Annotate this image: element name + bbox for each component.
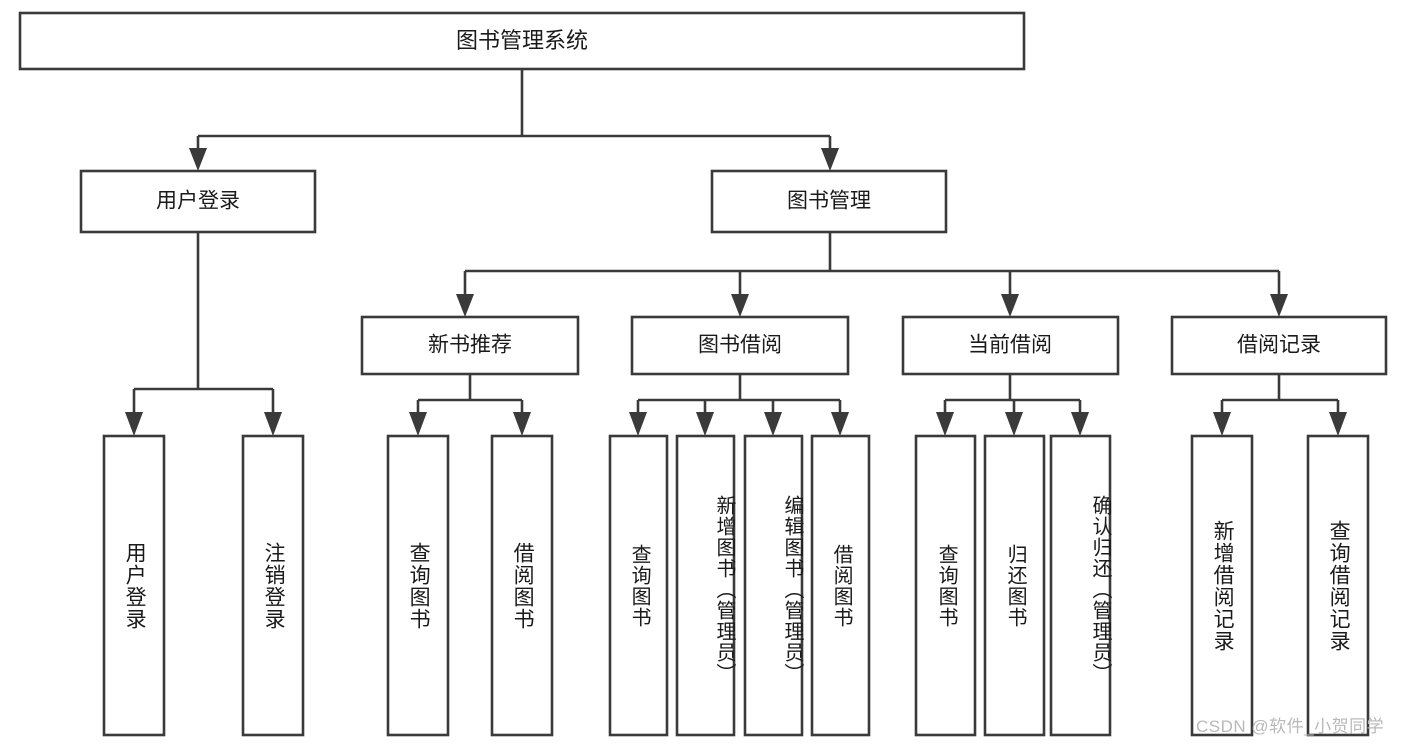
connector-borrowrecord-to-leaves bbox=[1213, 374, 1347, 436]
node-book-management[interactable]: 图书管理 bbox=[710, 169, 948, 234]
connector-bookmgmt-to-level3 bbox=[456, 232, 1288, 317]
leaf-box-user-login-1[interactable] bbox=[102, 434, 166, 737]
node-borrow-record[interactable]: 借阅记录 bbox=[1170, 315, 1388, 376]
connector-userlogin-to-leaves bbox=[125, 232, 282, 436]
node-new-book-recommend[interactable]: 新书推荐 bbox=[360, 315, 580, 376]
node-new-book-recommend-label: 新书推荐 bbox=[428, 334, 512, 357]
leaf-box-user-login-2[interactable] bbox=[241, 434, 305, 737]
node-user-login[interactable]: 用户登录 bbox=[79, 169, 317, 234]
leaf-box-borrowrecord-2[interactable] bbox=[1306, 434, 1370, 737]
node-user-login-label: 用户登录 bbox=[156, 190, 240, 213]
node-book-management-label: 图书管理 bbox=[787, 190, 871, 213]
connector-newbook-to-leaves bbox=[409, 374, 531, 436]
leaf-box-bookborrow-3[interactable] bbox=[743, 434, 804, 737]
leaf-box-bookborrow-1[interactable] bbox=[608, 434, 669, 737]
leaf-box-bookborrow-4[interactable] bbox=[810, 434, 871, 737]
node-current-borrow[interactable]: 当前借阅 bbox=[901, 315, 1120, 376]
node-borrow-record-label: 借阅记录 bbox=[1237, 334, 1321, 357]
node-root-label: 图书管理系统 bbox=[456, 28, 588, 53]
node-current-borrow-label: 当前借阅 bbox=[968, 334, 1052, 357]
node-book-borrow-label: 图书借阅 bbox=[698, 334, 782, 357]
leaf-box-newbook-2[interactable] bbox=[490, 434, 554, 737]
connector-currentborrow-to-leaves bbox=[936, 374, 1089, 436]
connector-root-to-level2 bbox=[189, 69, 839, 171]
leaf-box-newbook-1[interactable] bbox=[386, 434, 450, 737]
leaf-box-borrowrecord-1[interactable] bbox=[1190, 434, 1254, 737]
leaf-box-currentborrow-3[interactable] bbox=[1049, 434, 1112, 737]
node-book-borrow[interactable]: 图书借阅 bbox=[630, 315, 850, 376]
leaf-box-currentborrow-2[interactable] bbox=[983, 434, 1046, 737]
node-root[interactable]: 图书管理系统 bbox=[18, 11, 1026, 71]
leaf-box-bookborrow-2[interactable] bbox=[675, 434, 736, 737]
connector-bookborrow-to-leaves bbox=[629, 374, 849, 436]
watermark: CSDN @软件_小贺同学 bbox=[1196, 717, 1385, 736]
leaf-box-currentborrow-1[interactable] bbox=[914, 434, 977, 737]
